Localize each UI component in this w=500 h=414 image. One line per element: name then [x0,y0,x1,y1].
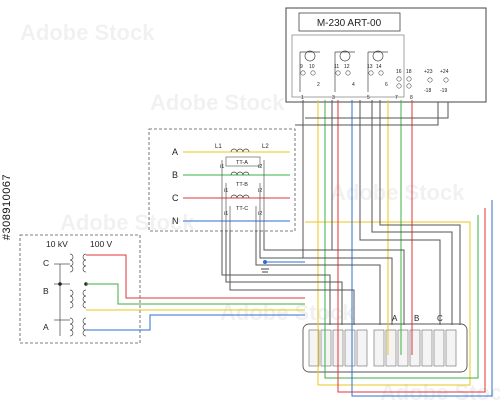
current-transformer-block: A B C N L1 L2 TT-A i1 i2 TT-B i1 i2 TT-C… [148,128,296,232]
wiring [86,100,493,397]
svg-text:2: 2 [317,82,320,88]
svg-text:1: 1 [301,95,304,101]
meter-coil-c [367,50,388,92]
ct-a [225,148,261,167]
svg-text:B: B [43,286,49,296]
svg-text:7: 7 [395,95,398,101]
svg-text:-19: -19 [440,88,447,94]
vt-hv-label: 10 kV [46,239,68,249]
svg-text:4: 4 [352,82,355,88]
svg-text:L1: L1 [215,144,222,150]
ct-neutral-label: N [172,216,179,226]
svg-text:11: 11 [334,64,339,70]
stock-id-strip: #308910067 [0,0,14,414]
svg-text:14: 14 [376,64,382,70]
svg-text:12: 12 [344,64,350,70]
stock-id: #308910067 [1,173,13,241]
electricity-meter: M-230 ART-00 9 10 1 [285,7,487,103]
svg-text:C: C [43,258,49,268]
svg-text:i2: i2 [258,164,262,170]
ct-phase-c-label: C [172,193,179,203]
meter-coil-b [334,50,355,92]
ct-b [230,171,250,176]
meter-coil-a [299,50,320,92]
svg-text:5: 5 [367,95,370,101]
svg-text:16: 16 [396,69,402,75]
voltage-transformer-block: 10 kV 100 V C B A [19,234,141,344]
svg-text:8: 8 [410,95,413,101]
ct-phase-a-label: A [172,147,178,157]
svg-text:TT-A: TT-A [236,160,248,166]
svg-text:A: A [43,322,49,332]
svg-text:L2: L2 [262,144,269,150]
meter-model-label: M-230 ART-00 [317,18,382,29]
svg-text:+23: +23 [424,69,433,75]
svg-text:-18: -18 [424,88,431,94]
svg-text:Adobe Stock: Adobe Stock [20,20,155,45]
svg-text:A: A [392,314,398,323]
svg-text:TT-B: TT-B [236,182,248,188]
svg-text:Adobe Stock: Adobe Stock [330,180,465,205]
svg-text:B: B [414,314,419,323]
ct-c [230,194,250,199]
svg-text:+24: +24 [440,69,449,75]
svg-text:18: 18 [406,69,412,75]
svg-text:6: 6 [385,82,388,88]
vt-lv-label: 100 V [90,239,113,249]
svg-text:3: 3 [332,95,335,101]
svg-text:Adobe Stock: Adobe Stock [150,90,285,115]
svg-text:9: 9 [300,64,303,70]
ct-phase-b-label: B [172,170,178,180]
svg-text:10: 10 [309,64,315,70]
svg-text:TT-C: TT-C [236,206,248,212]
svg-text:13: 13 [367,64,373,70]
